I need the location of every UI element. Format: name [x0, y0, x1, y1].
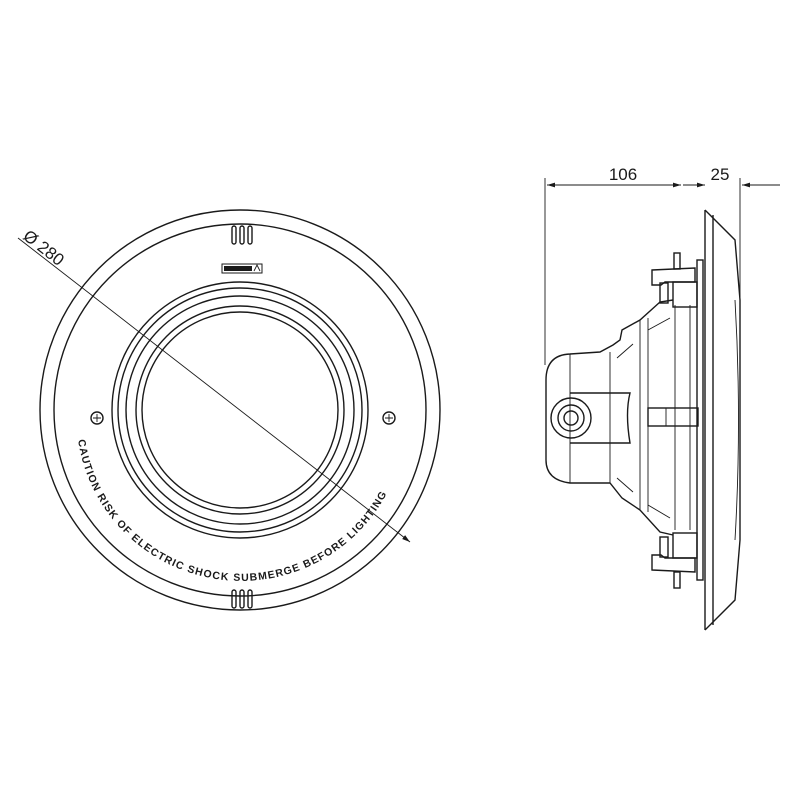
clip-top [651, 252, 698, 308]
bezel-outer [111, 281, 369, 539]
vent-slots-bottom [231, 589, 253, 609]
mounting-plate [696, 259, 704, 581]
brand-logo [221, 263, 263, 274]
center-clamp [647, 407, 699, 427]
screw-right-icon [382, 411, 396, 425]
flange-label: 25 [711, 165, 730, 184]
front-view: CAUTION RISK OF ELECTRIC SHOCK SUBMERGE … [17, 209, 441, 611]
housing-body [545, 299, 674, 536]
lens [141, 311, 339, 509]
flange-profile [704, 209, 741, 631]
outer-ring [39, 209, 441, 611]
cable-gland-body [570, 392, 631, 444]
lens-ring [135, 305, 345, 515]
vent-slots-top [231, 225, 253, 245]
diameter-label: Ø 280 [20, 226, 68, 269]
side-view: 106 25 [544, 165, 780, 631]
cable-gland-nut-icon [550, 397, 592, 439]
depth-label: 106 [609, 165, 637, 184]
bezel-edge [117, 287, 363, 533]
diameter-dimension-line [17, 237, 411, 543]
screw-left-icon [90, 411, 104, 425]
bezel-inner [125, 295, 355, 525]
clip-bottom [651, 532, 698, 589]
